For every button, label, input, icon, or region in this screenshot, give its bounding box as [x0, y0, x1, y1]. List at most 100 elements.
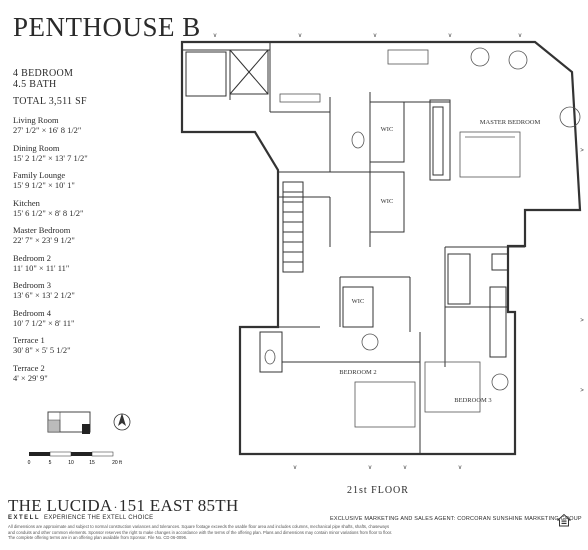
building-name: THE LUCIDA [8, 496, 113, 515]
disclaimer-line: All dimensions are approximate and subje… [8, 524, 390, 529]
bedroom2-label: BEDROOM 2 [339, 369, 376, 376]
scale-tick: 10 [68, 460, 74, 466]
bedroom-count: 4 BEDROOM [13, 68, 74, 79]
equal-housing-icon [557, 513, 571, 527]
window-marker: > [580, 148, 584, 154]
room-name: Living Room [13, 115, 59, 125]
room-dims: 11' 10" × 11' 11" [13, 262, 70, 273]
wic-label: WIC [381, 198, 394, 205]
chair [559, 106, 581, 128]
toilet [264, 349, 276, 365]
room-dims: 22' 7" × 23' 9 1/2" [13, 235, 75, 245]
bath-count: 4.5 BATH [13, 79, 57, 90]
toilet [351, 131, 365, 149]
key-plan-wing [47, 419, 61, 433]
room-name: Bedroom 4 [13, 307, 52, 318]
window-marker: v [459, 465, 462, 471]
chair [508, 50, 528, 70]
room-dims: 15' 6 1/2" × 8' 8 1/2" [13, 207, 84, 218]
key-plan [47, 411, 131, 434]
building-address: 151 EAST 85TH [118, 496, 239, 515]
scale-bar: 0 5 10 15 20 ft [28, 451, 122, 466]
unit-title: PENTHOUSE B [13, 12, 201, 42]
wic-label: WIC [352, 298, 365, 305]
unit-summary: 4 BEDROOM 4.5 BATH [13, 68, 73, 90]
room-dims: 4' × 29' 9" [13, 372, 48, 383]
island [387, 49, 429, 65]
building-title: THE LUCIDA·151 EAST 85TH [8, 496, 239, 516]
room-name: Terrace 2 [13, 362, 45, 373]
total-area: TOTAL 3,511 SF [13, 96, 87, 107]
room-labels: WIC WIC WIC MASTER BEDROOM BEDROOM 2 BED… [339, 119, 540, 404]
scale-tick: 0 [28, 460, 31, 466]
room-name: Family Lounge [13, 170, 66, 180]
room-name: Bedroom 3 [13, 280, 52, 290]
disclaimer-line: and conduits and other common elements. … [8, 529, 393, 535]
chair [361, 333, 379, 351]
legal-disclaimer: All dimensions are approximate and subje… [8, 524, 428, 541]
window-marker: v [299, 33, 302, 39]
room-name: Bedroom 2 [13, 252, 52, 263]
bedroom2-bed [354, 381, 416, 428]
window-marker: v [369, 465, 372, 471]
floor-plan: v v v v v > > > v v v v WIC WIC WIC MAST… [180, 33, 585, 471]
window-marker: v [214, 33, 217, 39]
room-dims: 13' 6" × 13' 2 1/2" [13, 290, 75, 300]
chair [470, 47, 490, 67]
title-separator: · [113, 499, 118, 514]
scale-tick: 15 [89, 460, 95, 466]
room-dims: 27' 1/2" × 16' 8 1/2" [13, 125, 82, 135]
scale-tick: 20 ft [112, 460, 122, 466]
exterior-walls [180, 40, 582, 456]
room-dims: 15' 9 1/2" × 10' 1" [13, 180, 75, 190]
master-bed [459, 131, 521, 178]
window-markers: v v v v v > > > v v v v [214, 33, 585, 471]
sales-agent: EXCLUSIVE MARKETING AND SALES AGENT: COR… [330, 516, 582, 522]
disclaimer-line: The complete offering terms are in an of… [8, 535, 188, 541]
north-arrow-icon [113, 413, 131, 431]
scale-segment [71, 452, 92, 456]
window-marker: > [580, 388, 584, 394]
bedroom3-label: BEDROOM 3 [454, 397, 491, 404]
scale-segment [49, 451, 72, 457]
room-dims: 10' 7 1/2" × 8' 11" [13, 317, 75, 328]
room-name: Dining Room [13, 142, 60, 153]
room-name: Kitchen [13, 197, 40, 208]
chair [491, 373, 509, 391]
room-dims: 30' 8" × 5' 5 1/2" [13, 345, 71, 355]
interior-walls [182, 42, 525, 454]
master-bedroom-label: MASTER BEDROOM [480, 119, 541, 126]
key-plan-unit-highlight [82, 424, 90, 434]
wic-label: WIC [381, 126, 394, 133]
developer-tagline: EXPERIENCE THE EXTELL CHOICE [44, 515, 154, 521]
scale-segment [29, 452, 50, 456]
room-dims: 15' 2 1/2" × 13' 7 1/2" [13, 152, 88, 163]
room-name: Master Bedroom [13, 225, 71, 235]
window-marker: v [294, 465, 297, 471]
floor-label: 21st FLOOR [347, 485, 409, 496]
window-marker: v [404, 465, 407, 471]
bedroom3-bed [424, 361, 481, 413]
scale-tick: 5 [49, 460, 52, 466]
developer-logo: EXTELL [8, 515, 41, 521]
window-marker: v [449, 33, 452, 39]
scale-segment [91, 451, 114, 457]
furniture [264, 47, 581, 428]
window-marker: v [374, 33, 377, 39]
room-name: Terrace 1 [13, 335, 45, 345]
vanity [279, 93, 321, 103]
window-marker: v [519, 33, 522, 39]
window-marker: > [580, 318, 584, 324]
